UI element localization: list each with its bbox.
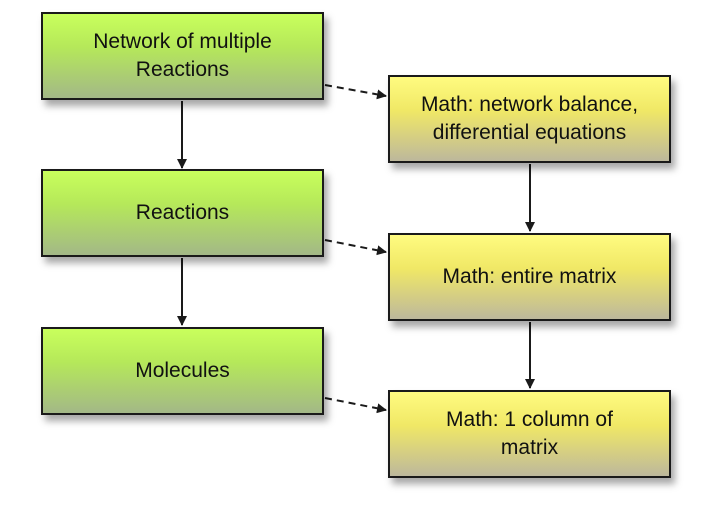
node-molecules: Molecules xyxy=(41,327,324,415)
dashed-arrow-reactions xyxy=(324,239,387,256)
node-reactions: Reactions xyxy=(41,169,324,257)
node-math-network: Math: network balance, differential equa… xyxy=(388,75,671,163)
node-math-column: Math: 1 column of matrix xyxy=(388,390,671,478)
node-network-of-reactions: Network of multiple Reactions xyxy=(41,12,324,100)
node-math-matrix: Math: entire matrix xyxy=(388,233,671,321)
dashed-arrow-network xyxy=(324,84,387,100)
dashed-arrow-molecules xyxy=(324,397,387,414)
